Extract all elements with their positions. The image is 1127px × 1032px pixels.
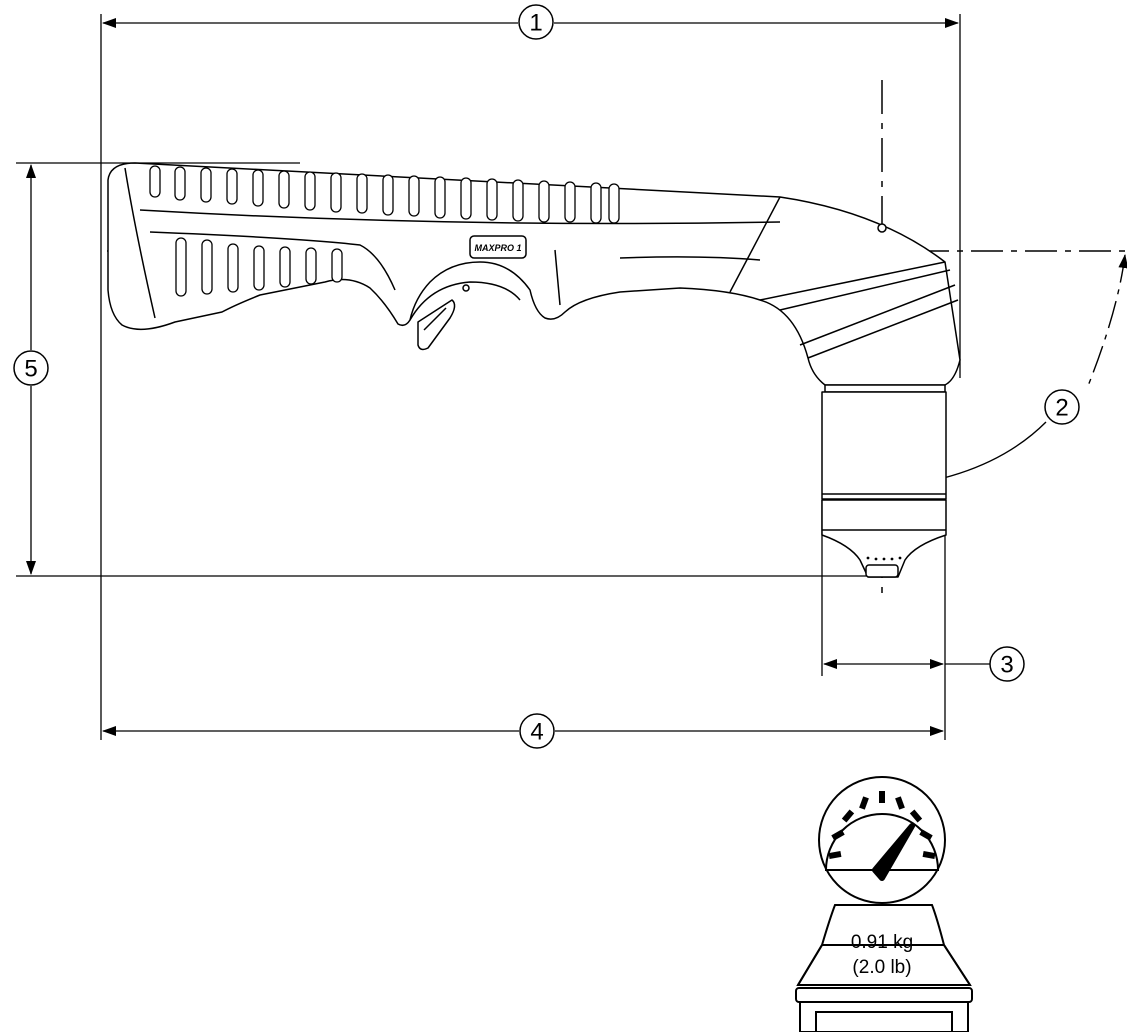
callout-3-label: 3: [1000, 652, 1013, 679]
trigger-guard: [409, 281, 521, 321]
scale-icon: [795, 776, 973, 1032]
extension-lines: [16, 14, 961, 740]
weight-imperial: (2.0 lb): [852, 957, 911, 978]
callout-4-label: 4: [530, 719, 543, 746]
torch-illustration: MAXPRO 1: [107, 162, 961, 578]
head-collar: [824, 384, 946, 393]
nozzle: [821, 499, 947, 578]
grip-ridges-lower: [175, 237, 343, 297]
callout-5-label: 5: [24, 356, 37, 383]
brand-badge: MAXPRO 1: [469, 235, 527, 259]
trigger: [417, 299, 456, 351]
callout-1: 1: [518, 4, 554, 40]
callout-1-label: 1: [529, 10, 542, 37]
callout-5: 5: [13, 350, 49, 386]
callout-4: 4: [519, 713, 555, 749]
callout-2: 2: [1044, 389, 1080, 425]
nozzle-holes: [866, 556, 902, 561]
callout-2-label: 2: [1055, 395, 1068, 422]
center-lines: [107, 80, 1127, 600]
weight-metric: 0.91 kg: [851, 932, 913, 953]
brand-label: MAXPRO 1: [474, 243, 521, 253]
callout-3: 3: [989, 646, 1025, 682]
grip-ridges-upper: [149, 165, 620, 224]
shield-cup: [821, 391, 947, 500]
scale-needle: [872, 823, 915, 881]
scale-dial-ticks: [828, 791, 936, 859]
